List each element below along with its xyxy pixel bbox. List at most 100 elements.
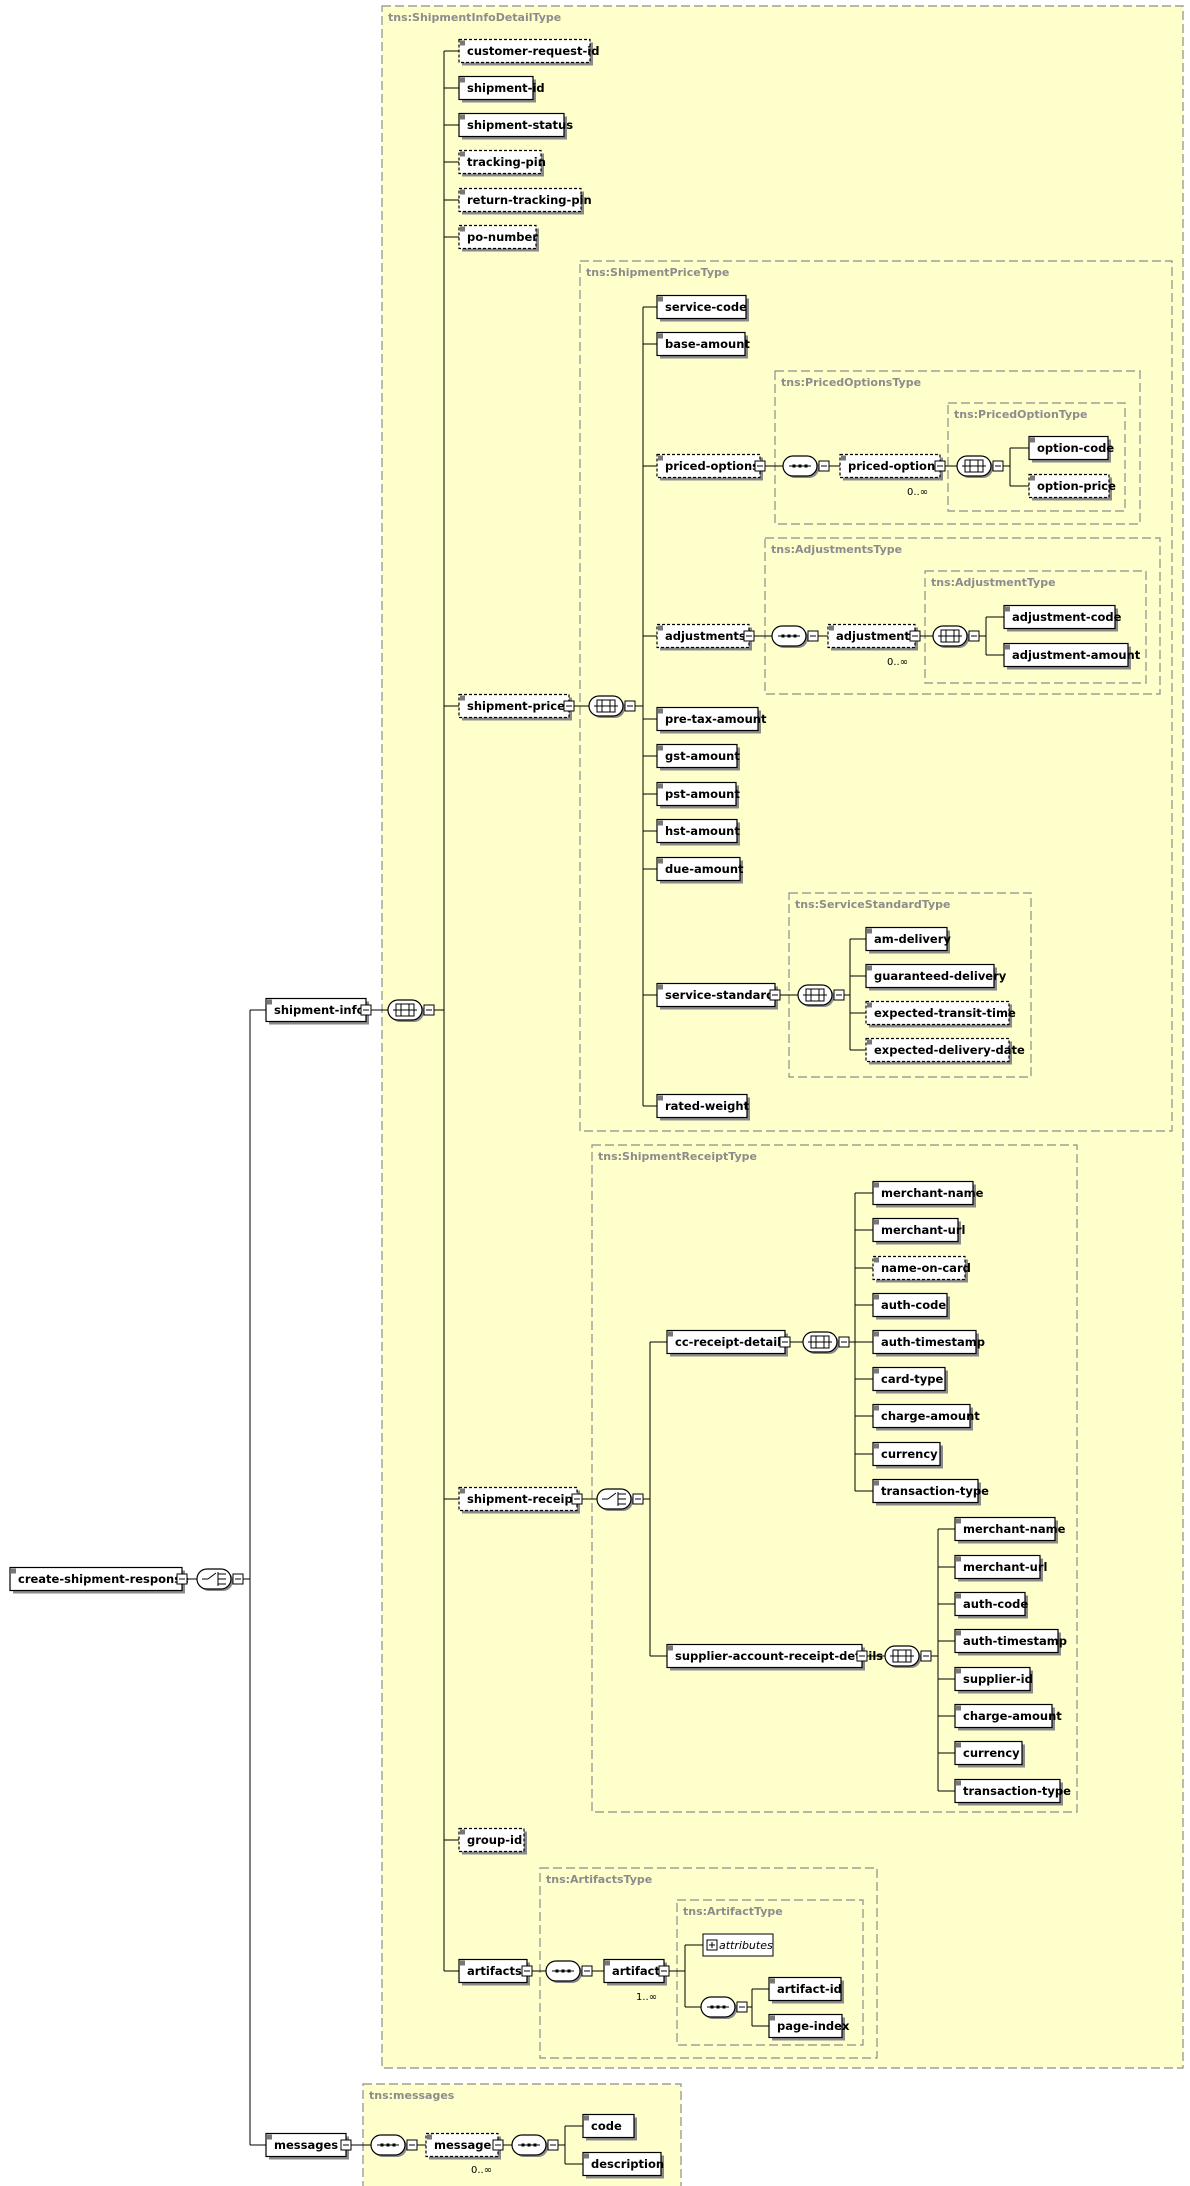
element-supplier-account-receipt-details[interactable]: supplier-account-receipt-details (666, 1643, 883, 1671)
compositor-shipment-receipt-choice-collapse-icon[interactable] (632, 1493, 644, 1505)
element-code[interactable]: code (582, 2113, 637, 2141)
element-shipment-price[interactable]: shipment-price (458, 693, 575, 721)
element-page-index[interactable]: page-index (768, 2013, 850, 2041)
element-cc-merchant-url[interactable]: merchant-url (872, 1217, 965, 1245)
element-group-id-label: group-id (467, 1833, 522, 1847)
element-create-shipment-response[interactable]: create-shipment-response (9, 1566, 189, 1594)
compositor-messages-sequence-collapse-icon[interactable] (406, 2139, 418, 2151)
element-option-price[interactable]: option-price (1028, 473, 1116, 501)
compositor-artifact-sequence-collapse-icon[interactable] (736, 2001, 748, 2013)
element-cc-charge-amount[interactable]: charge-amount (872, 1403, 980, 1431)
element-shipment-id[interactable]: shipment-id (458, 75, 545, 103)
element-priced-options[interactable]: priced-options (656, 453, 766, 481)
element-message-collapse-icon[interactable] (492, 2139, 504, 2151)
element-guaranteed-delivery[interactable]: guaranteed-delivery (865, 963, 1007, 991)
element-return-tracking-pin-marker-icon (460, 189, 465, 195)
element-am-delivery[interactable]: am-delivery (865, 926, 951, 954)
element-cc-auth-timestamp[interactable]: auth-timestamp (872, 1329, 985, 1357)
element-option-code[interactable]: option-code (1028, 435, 1114, 463)
element-due-amount[interactable]: due-amount (656, 856, 744, 884)
element-messages[interactable]: messages (265, 2132, 352, 2160)
element-pre-tax-amount[interactable]: pre-tax-amount (656, 706, 767, 734)
element-cc-receipt-details[interactable]: cc-receipt-details (666, 1329, 791, 1357)
element-cc-currency[interactable]: currency (872, 1441, 943, 1469)
element-gst-amount[interactable]: gst-amount (656, 743, 740, 771)
element-sa-currency[interactable]: currency (954, 1740, 1025, 1768)
element-cc-auth-code[interactable]: auth-code (872, 1292, 950, 1320)
element-service-standard[interactable]: service-standard (656, 982, 781, 1010)
artifact-attributes[interactable]: attributes (702, 1933, 774, 1957)
element-priced-option[interactable]: priced-option (839, 453, 946, 481)
compositor-service-standard-all-collapse-icon[interactable] (833, 989, 845, 1001)
element-po-number[interactable]: po-number (458, 224, 539, 252)
compositor-cc-receipt-details-all-collapse-icon[interactable] (838, 1336, 850, 1348)
element-adjustment-amount[interactable]: adjustment-amount (1003, 642, 1141, 670)
element-cc-name-on-card[interactable]: name-on-card (872, 1255, 971, 1283)
compositor-adjustments-sequence-collapse-icon[interactable] (807, 630, 819, 642)
element-shipment-info-collapse-icon[interactable] (360, 1004, 372, 1016)
element-shipment-price-collapse-icon[interactable] (563, 700, 575, 712)
element-message[interactable]: message (425, 2132, 504, 2160)
element-cc-transaction-type[interactable]: transaction-type (872, 1478, 989, 1506)
element-cc-receipt-details-collapse-icon[interactable] (779, 1336, 791, 1348)
element-adjustment[interactable]: adjustment (827, 623, 921, 651)
element-supplier-account-receipt-details-collapse-icon[interactable] (856, 1650, 868, 1662)
element-sa-auth-timestamp[interactable]: auth-timestamp (954, 1628, 1067, 1656)
compositor-priced-options-sequence-collapse-icon[interactable] (818, 460, 830, 472)
expand-attributes-icon[interactable] (706, 1939, 718, 1951)
compositor-shipment-info-all-collapse-icon[interactable] (423, 1004, 435, 1016)
element-hst-amount[interactable]: hst-amount (656, 818, 740, 846)
element-expected-delivery-date[interactable]: expected-delivery-date (865, 1037, 1025, 1065)
element-sa-transaction-type[interactable]: transaction-type (954, 1778, 1071, 1806)
element-adjustments[interactable]: adjustments (656, 623, 755, 651)
element-customer-request-id[interactable]: customer-request-id (458, 38, 599, 66)
element-priced-options-label: priced-options (665, 459, 759, 473)
element-sa-merchant-name[interactable]: merchant-name (954, 1516, 1066, 1544)
element-expected-transit-time-marker-icon (867, 1002, 872, 1008)
compositor-supplier-account-receipt-details-all-collapse-icon[interactable] (920, 1650, 932, 1662)
element-priced-options-collapse-icon[interactable] (754, 460, 766, 472)
element-adjustment-code[interactable]: adjustment-code (1003, 604, 1122, 632)
element-adjustment-collapse-icon[interactable] (909, 630, 921, 642)
element-cc-merchant-name[interactable]: merchant-name (872, 1180, 984, 1208)
element-sa-merchant-url[interactable]: merchant-url (954, 1554, 1047, 1582)
element-artifact-collapse-icon[interactable] (658, 1965, 670, 1977)
compositor-artifacts-sequence-collapse-icon[interactable] (581, 1965, 593, 1977)
element-artifact[interactable]: artifact (603, 1958, 670, 1986)
element-rated-weight[interactable]: rated-weight (656, 1093, 750, 1121)
compositor-shipment-price-all-collapse-icon[interactable] (624, 700, 636, 712)
element-pst-amount[interactable]: pst-amount (656, 781, 740, 809)
element-description[interactable]: description (582, 2151, 664, 2179)
element-artifacts[interactable]: artifacts (458, 1958, 533, 1986)
element-description-marker-icon (584, 2153, 589, 2159)
element-group-id[interactable]: group-id (458, 1827, 527, 1855)
element-shipment-receipt[interactable]: shipment-receipt (458, 1486, 583, 1514)
element-service-standard-collapse-icon[interactable] (769, 989, 781, 1001)
element-sa-charge-amount[interactable]: charge-amount (954, 1703, 1062, 1731)
element-sa-supplier-id[interactable]: supplier-id (954, 1666, 1033, 1694)
element-tracking-pin-label: tracking-pin (467, 155, 546, 169)
element-artifact-id[interactable]: artifact-id (768, 1976, 844, 2004)
element-return-tracking-pin[interactable]: return-tracking-pin (458, 187, 592, 215)
element-shipment-status[interactable]: shipment-status (458, 112, 573, 140)
compositor-message-sequence-collapse-icon[interactable] (547, 2139, 559, 2151)
element-shipment-info[interactable]: shipment-info (265, 997, 372, 1025)
element-priced-option-collapse-icon[interactable] (934, 460, 946, 472)
element-sa-auth-code[interactable]: auth-code (954, 1591, 1028, 1619)
element-base-amount[interactable]: base-amount (656, 331, 750, 359)
element-artifact-id-marker-icon (770, 1978, 775, 1984)
element-cc-card-type[interactable]: card-type (872, 1366, 948, 1394)
element-create-shipment-response-label: create-shipment-response (18, 1572, 189, 1586)
compositor-create-shipment-response-choice-collapse-icon[interactable] (232, 1573, 244, 1585)
element-sa-charge-amount-label: charge-amount (963, 1709, 1062, 1723)
element-shipment-receipt-collapse-icon[interactable] (571, 1493, 583, 1505)
compositor-priced-option-all-collapse-icon[interactable] (992, 460, 1004, 472)
element-adjustments-collapse-icon[interactable] (743, 630, 755, 642)
element-artifacts-collapse-icon[interactable] (521, 1965, 533, 1977)
compositor-adjustment-all-collapse-icon[interactable] (968, 630, 980, 642)
element-create-shipment-response-collapse-icon[interactable] (176, 1573, 188, 1585)
element-tracking-pin[interactable]: tracking-pin (458, 149, 546, 177)
element-expected-transit-time[interactable]: expected-transit-time (865, 1000, 1016, 1028)
element-service-code[interactable]: service-code (656, 294, 749, 322)
element-messages-collapse-icon[interactable] (340, 2139, 352, 2151)
